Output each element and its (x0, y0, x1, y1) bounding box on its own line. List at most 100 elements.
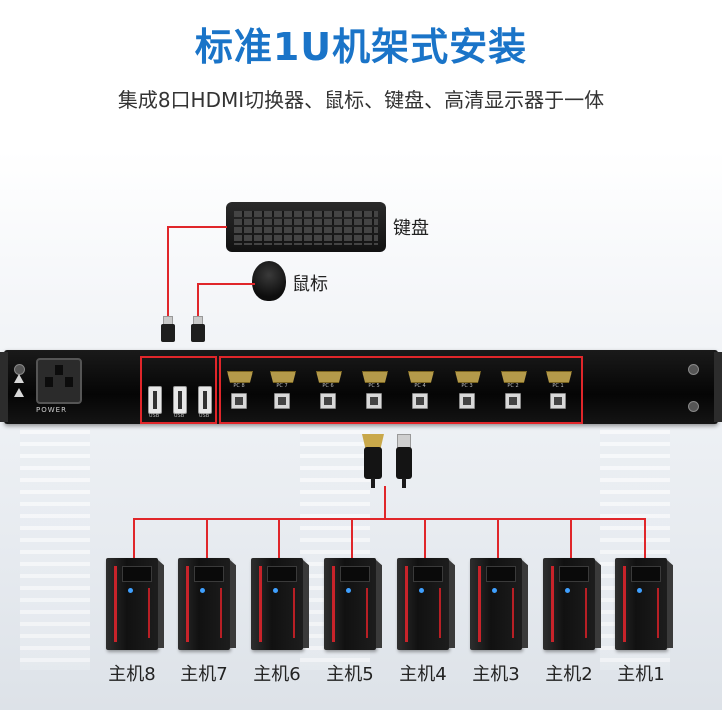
tower-drive-bay (413, 566, 443, 582)
tower-drive-bay (267, 566, 297, 582)
screw-icon (688, 401, 699, 412)
tower-stripe (366, 588, 368, 638)
tower-drive-bay (122, 566, 152, 582)
usb-port (173, 386, 187, 414)
tower-drive-bay (486, 566, 516, 582)
tower-led (419, 588, 424, 593)
usb-port-label: USB (148, 413, 160, 419)
pc-port-label: PC 6 (322, 383, 334, 389)
usb-port (198, 386, 212, 414)
pc-port-label: PC 5 (368, 383, 380, 389)
pc-tower (615, 558, 673, 650)
usb-port-highlight (140, 356, 217, 424)
tower-side (376, 560, 382, 648)
mouse-image (252, 261, 286, 301)
usb-b-port (550, 393, 566, 409)
usb-plug-body (161, 324, 175, 342)
tower-led (273, 588, 278, 593)
pc-tower (106, 558, 164, 650)
mouse-wire (197, 283, 255, 285)
tower-stripe (478, 566, 481, 642)
host-label: 主机3 (472, 664, 520, 685)
pc-port-label: PC 2 (507, 383, 519, 389)
pc-port-label: PC 1 (552, 383, 564, 389)
pc-tower (470, 558, 528, 650)
mouse-label: 鼠标 (292, 274, 328, 295)
pc-port-label: PC 7 (276, 383, 288, 389)
tower-drive-bay (631, 566, 661, 582)
hdmi-port (501, 371, 527, 383)
tower-stripe (148, 588, 150, 638)
hdmi-cable (371, 478, 375, 488)
power-label: POWER (36, 406, 67, 414)
host-label: 主机8 (108, 664, 156, 685)
pc-tower (251, 558, 309, 650)
power-pin (45, 377, 53, 387)
power-socket (36, 358, 82, 404)
drop-wire (644, 518, 646, 560)
usb-b-port (231, 393, 247, 409)
usb-b-port (320, 393, 336, 409)
tower-stripe (551, 566, 554, 642)
drop-wire (351, 518, 353, 560)
usb-b-port (459, 393, 475, 409)
pc-port-label: PC 4 (414, 383, 426, 389)
drop-wire (497, 518, 499, 560)
tower-drive-bay (340, 566, 370, 582)
pc-tower (324, 558, 382, 650)
hdmi-port (408, 371, 434, 383)
pc-tower (178, 558, 236, 650)
tower-side (449, 560, 455, 648)
power-pin (65, 377, 73, 387)
tower-stripe (512, 588, 514, 638)
distribution-wire (133, 518, 646, 520)
drop-wire (206, 518, 208, 560)
tower-stripe (186, 566, 189, 642)
keyboard-image (226, 202, 386, 252)
tower-side (158, 560, 164, 648)
rack-ear-right (714, 352, 722, 422)
tower-led (346, 588, 351, 593)
tower-stripe (220, 588, 222, 638)
hdmi-plug-body (364, 447, 382, 479)
host-label: 主机1 (617, 664, 665, 685)
keyboard-wire (167, 226, 227, 228)
host-label: 主机7 (180, 664, 228, 685)
pc-tower (397, 558, 455, 650)
tower-stripe (293, 588, 295, 638)
keyboard-usb-plug (161, 316, 175, 342)
pc-port-label: PC 8 (233, 383, 245, 389)
hdmi-port (546, 371, 572, 383)
tower-stripe (405, 566, 408, 642)
host-label: 主机6 (253, 664, 301, 685)
pc-tower (543, 558, 601, 650)
hdmi-port (455, 371, 481, 383)
tower-led (565, 588, 570, 593)
tower-drive-bay (194, 566, 224, 582)
usb-b-plug-icon (397, 434, 411, 448)
hdmi-port (227, 371, 253, 383)
hdmi-port (362, 371, 388, 383)
keyboard-label: 键盘 (393, 218, 429, 239)
tower-side (522, 560, 528, 648)
usb-port-label: USB (173, 413, 185, 419)
tower-led (492, 588, 497, 593)
usb-port-label: USB (198, 413, 210, 419)
usb-b-port (412, 393, 428, 409)
tower-stripe (439, 588, 441, 638)
usb-b-plug-body (396, 447, 412, 479)
keyboard-wire (167, 226, 169, 318)
power-pin (55, 365, 63, 375)
usb-plug-body (191, 324, 205, 342)
hdmi-port (316, 371, 342, 383)
drop-wire (424, 518, 426, 560)
tower-stripe (657, 588, 659, 638)
host-label: 主机5 (326, 664, 374, 685)
tower-drive-bay (559, 566, 589, 582)
pc-port-highlight (219, 356, 583, 424)
tower-stripe (259, 566, 262, 642)
tower-stripe (585, 588, 587, 638)
kvm-rack-panel (4, 350, 718, 424)
background-rack (20, 430, 90, 670)
usb-port (148, 386, 162, 414)
